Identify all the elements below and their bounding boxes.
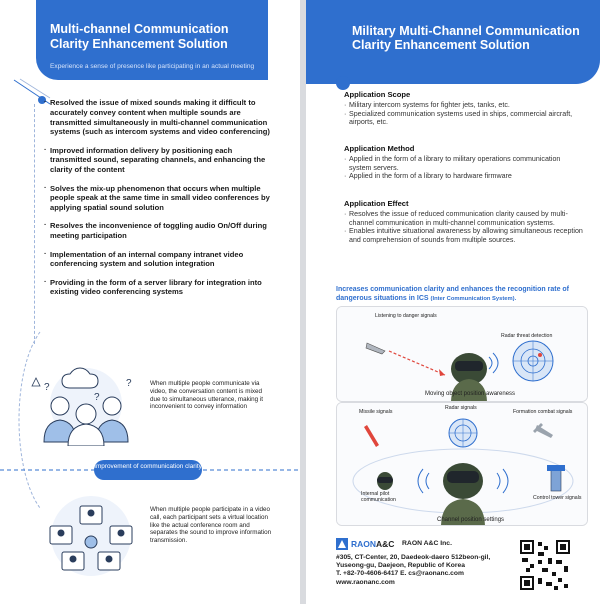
figure-caption: Channel position settings xyxy=(437,517,505,523)
list-item: Applied in the form of a library to hard… xyxy=(344,172,584,181)
method-title: Application Method xyxy=(344,144,415,153)
channel-position-figure: Missile signals Radar signals Formation … xyxy=(336,402,588,526)
list-item: Resolves the inconvenience of toggling a… xyxy=(44,220,274,241)
moving-object-graphic xyxy=(337,307,587,401)
list-item: Specialized communication systems used i… xyxy=(344,110,584,127)
list-item: Implementation of an internal company in… xyxy=(44,249,274,270)
svg-text:?: ? xyxy=(94,392,100,403)
improvement-badge: Improvement of communication clarity xyxy=(94,460,202,480)
address-line: Yuseong-gu, Daejeon, Republic of Korea xyxy=(336,562,465,570)
section-dot-icon xyxy=(336,76,350,90)
logo-mark-icon xyxy=(336,538,348,550)
label-missile-signals: Missile signals xyxy=(359,409,393,415)
list-item: Resolved the issue of mixed sounds makin… xyxy=(44,97,274,137)
scope-section: Application Scope Military intercom syst… xyxy=(344,90,584,127)
list-item: Enables intuitive situational awareness … xyxy=(344,227,584,244)
left-subtitle: Experience a sense of presence like part… xyxy=(50,63,255,70)
company-logo: RAONA&C xyxy=(336,538,394,550)
list-item: Military intercom systems for fighter je… xyxy=(344,101,584,110)
moving-object-figure: Listening to danger signals Radar threat… xyxy=(336,306,588,402)
confused-people-illustration: ? ? ? xyxy=(31,367,132,446)
contact-line: T. +82-70-4606-6417 E. cs@raonanc.com xyxy=(336,570,464,578)
list-item: Providing in the form of a server librar… xyxy=(44,277,274,298)
list-item: Applied in the form of a library to mili… xyxy=(344,155,584,172)
company-name: RAON A&C Inc. xyxy=(402,540,452,547)
highlight-small: (Inter Communication System). xyxy=(430,296,517,302)
label-radar-threat: Radar threat detection xyxy=(501,333,553,339)
highlight-text: Increases communication clarity and enha… xyxy=(336,285,588,304)
svg-text:?: ? xyxy=(44,382,50,393)
logo-brand: RAON xyxy=(351,539,377,549)
company-address: #305, CT-Center, 20, Daedeok-daero 512be… xyxy=(336,554,526,587)
figure-caption: Moving object position awareness xyxy=(425,391,516,397)
left-panel: Multi-channel Communication Clarity Enha… xyxy=(0,0,300,604)
channel-position-graphic xyxy=(337,403,587,525)
list-item: Resolves the issue of reduced communicat… xyxy=(344,210,584,227)
video-conference-illustration xyxy=(49,496,133,576)
list-item: Solves the mix-up phenomenon that occurs… xyxy=(44,183,274,213)
svg-text:?: ? xyxy=(126,378,132,389)
address-line: #305, CT-Center, 20, Daedeok-daero 512be… xyxy=(336,554,491,561)
dashed-curve-icon xyxy=(18,331,41,509)
caption-solution: When multiple people participate in a vi… xyxy=(150,506,272,545)
highlight-main: Increases communication clarity and enha… xyxy=(336,286,570,302)
label-radar-signals: Radar signals xyxy=(445,405,477,411)
scope-title: Application Scope xyxy=(344,90,411,99)
caption-problem: When multiple people communicate via vid… xyxy=(150,380,264,411)
label-control-tower: Control tower signals xyxy=(533,495,582,501)
effect-section: Application Effect Resolves the issue of… xyxy=(344,199,584,244)
left-header: Multi-channel Communication Clarity Enha… xyxy=(36,0,268,80)
left-title: Multi-channel Communication Clarity Enha… xyxy=(50,22,229,51)
logo-text: RAONA&C xyxy=(351,539,394,549)
method-section: Application Method Applied in the form o… xyxy=(344,144,584,181)
effect-title: Application Effect xyxy=(344,199,409,208)
label-formation-signals: Formation combat signals xyxy=(513,409,573,415)
feature-list: Resolved the issue of mixed sounds makin… xyxy=(44,97,274,306)
right-header: Military Multi-Channel Communication Cla… xyxy=(306,0,600,84)
left-divider xyxy=(34,104,35,344)
label-pilot-communication: Internal pilot communication xyxy=(361,491,396,503)
right-panel: Military Multi-Channel Communication Cla… xyxy=(306,0,600,604)
label-danger-signals: Listening to danger signals xyxy=(375,313,437,319)
logo-suffix: A&C xyxy=(376,539,395,549)
right-title: Military Multi-Channel Communication Cla… xyxy=(352,24,580,52)
bullet-dot-icon xyxy=(38,96,46,104)
website-link[interactable]: www.raonanc.com xyxy=(336,578,395,586)
list-item: Improved information delivery by positio… xyxy=(44,145,274,175)
qr-code-icon[interactable] xyxy=(520,540,570,590)
